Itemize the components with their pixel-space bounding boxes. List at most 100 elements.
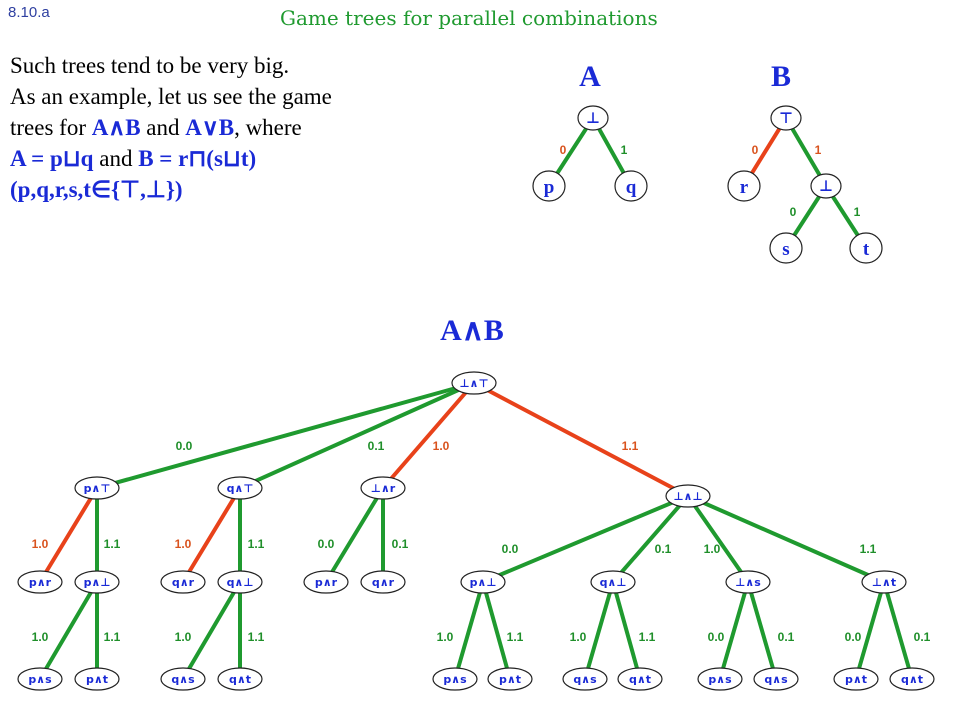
tree-ab-edge-l1-label-1: 0.1 — [368, 439, 385, 453]
tree-ab-edge-l1-0 — [95, 381, 476, 490]
tree-ab-node-l2-5: q∧r — [360, 570, 406, 594]
tree-a-root-shape — [577, 105, 609, 131]
tree-ab-node-l2-5-shape — [360, 570, 406, 594]
tree-ab-node-l1-1-label: q∧⊤ — [227, 482, 254, 495]
tree-ab-node-l2-0-label: p∧r — [29, 576, 52, 589]
tree-ab-node-l3-9-shape — [753, 667, 799, 691]
intro-line-1: Such trees tend to be very big. — [10, 53, 290, 78]
tree-ab-node-l3-10-shape — [833, 667, 879, 691]
tree-ab-edge-l2-6 — [481, 494, 690, 584]
tree-ab-node-l3-3-shape — [217, 667, 263, 691]
tree-ab-node-l3-10-label: p∧t — [845, 673, 867, 686]
tree-ab-node-l3-1-shape — [74, 667, 120, 691]
tree-b-inner-shape — [810, 173, 842, 199]
tree-ab-node-l3-2: q∧s — [160, 667, 206, 691]
tree-ab-edge-l1-2 — [381, 381, 476, 490]
tree-ab-node-l3-11: q∧t — [889, 667, 935, 691]
tree-ab-edge-l2-label-9: 1.1 — [860, 542, 877, 556]
tree-ab-node-l3-0-label: p∧s — [28, 673, 52, 686]
tree-b-root-label: ⊤ — [779, 109, 793, 127]
tree-ab-node-l2-9-shape — [861, 570, 907, 594]
intro-text: Such trees tend to be very big. As an ex… — [10, 50, 430, 205]
tree-ab-edge-l3-6 — [583, 580, 615, 681]
tree-ab-edge-l3-label-1: 1.1 — [104, 630, 121, 644]
tree-ab-edge-l1-label-3: 1.1 — [622, 439, 639, 453]
tree-ab-edge-l2-label-1: 1.1 — [104, 537, 121, 551]
intro-line-4-mid: and — [93, 146, 139, 171]
tree-ab-node-l1-1: q∧⊤ — [217, 476, 263, 500]
tree-ab-edge-l2-2 — [181, 486, 242, 584]
tree-ab-node-l1-2-label: ⊥∧r — [371, 482, 396, 495]
tree-ab-node-l2-1-label: p∧⊥ — [84, 576, 111, 589]
tree-ab-node-l2-2: q∧r — [160, 570, 206, 594]
intro-line-3-suffix: , where — [234, 115, 302, 140]
tree-a-edge-left-label: 0 — [560, 143, 567, 157]
tree-ab-node-l3-4: p∧s — [432, 667, 478, 691]
tree-ab-node-l3-2-label: q∧s — [171, 673, 195, 686]
tree-b-inner-left: s — [769, 232, 803, 264]
tree-edges — [38, 116, 914, 681]
tree-ab-node-l3-1: p∧t — [74, 667, 120, 691]
tree-ab-edge-l2-9 — [686, 494, 886, 584]
tree-ab-node-l3-11-label: q∧t — [901, 673, 923, 686]
tree-b-root: ⊤ — [770, 105, 802, 131]
tree-ab-edge-l3-2 — [181, 580, 242, 681]
tree-ab-node-l2-7-shape — [590, 570, 636, 594]
tree-ab-node-l3-0-shape — [17, 667, 63, 691]
tree-ab-edge-l1-label-0: 0.0 — [176, 439, 193, 453]
tree-ab-title: A∧B — [440, 314, 504, 347]
tree-ab-node-l2-8: ⊥∧s — [725, 570, 771, 594]
tree-ab-node-l1-2-shape — [360, 476, 406, 500]
tree-ab-node-l2-1: p∧⊥ — [74, 570, 120, 594]
tree-ab-node-l1-1-shape — [217, 476, 263, 500]
tree-ab-node-l1-3-shape — [665, 484, 711, 508]
tree-b-inner-right-label: t — [863, 239, 870, 260]
definition-b: B = r⊓(s⊔t) — [138, 146, 257, 171]
tree-ab-node-l3-5-shape — [487, 667, 533, 691]
tree-ab-node-l2-9: ⊥∧t — [861, 570, 907, 594]
tree-b-left-shape — [727, 170, 761, 202]
tree-b-left-label: r — [740, 177, 749, 198]
tree-ab-edge-l3-10 — [854, 580, 886, 681]
formula-a-or-b: A∨B — [185, 115, 235, 140]
tree-b-inner-left-label: s — [782, 239, 789, 260]
tree-ab-edge-l2-label-8: 1.0 — [704, 542, 721, 556]
tree-ab-edge-l3-label-8: 0.0 — [708, 630, 725, 644]
tree-b-inner-edge-right-label: 1 — [854, 205, 861, 219]
tree-a-right: q — [614, 170, 648, 202]
tree-ab-node-l3-3-label: q∧t — [229, 673, 251, 686]
tree-ab-node-l1-3: ⊥∧⊥ — [665, 484, 711, 508]
tree-ab-node-l2-3-label: q∧⊥ — [227, 576, 254, 589]
intro-line-2: As an example, let us see the game — [10, 84, 332, 109]
tree-ab-node-l2-6-label: p∧⊥ — [470, 576, 497, 589]
tree-ab-edge-l2-8 — [686, 494, 750, 584]
tree-ab-node-l1-0-shape — [74, 476, 120, 500]
tree-ab-node-l2-4-label: p∧r — [315, 576, 338, 589]
tree-ab-node-l2-7-label: q∧⊥ — [600, 576, 627, 589]
tree-ab-node-l2-2-shape — [160, 570, 206, 594]
tree-ab-edge-l3-label-7: 1.1 — [639, 630, 656, 644]
tree-ab-edge-l3-label-6: 1.0 — [570, 630, 587, 644]
tree-ab-node-l2-0: p∧r — [17, 570, 63, 594]
tree-b-left: r — [727, 170, 761, 202]
tree-ab-edge-l3-8 — [718, 580, 750, 681]
tree-ab-edge-l1-label-2: 1.0 — [433, 439, 450, 453]
tree-ab-edge-l2-label-2: 1.0 — [175, 537, 192, 551]
tree-b-title: B — [771, 60, 791, 93]
tree-ab-edge-l3-label-2: 1.0 — [175, 630, 192, 644]
tree-ab-edge-l3-0 — [38, 580, 99, 681]
tree-ab-node-l3-6: q∧s — [562, 667, 608, 691]
tree-ab-edge-l1-3 — [472, 381, 690, 498]
formula-a-and-b: A∧B — [91, 115, 141, 140]
tree-ab-edge-l2-4 — [324, 486, 385, 584]
tree-ab-node-l2-6-shape — [460, 570, 506, 594]
tree-ab-node-l2-3: q∧⊥ — [217, 570, 263, 594]
tree-ab-node-l1-0: p∧⊤ — [74, 476, 120, 500]
intro-line-3-prefix: trees for — [10, 115, 92, 140]
tree-ab-node-l3-0: p∧s — [17, 667, 63, 691]
definition-a: A = p⊔q — [10, 146, 94, 171]
tree-b-inner-right-shape — [849, 232, 883, 264]
tree-ab-edge-l2-7 — [611, 494, 690, 584]
